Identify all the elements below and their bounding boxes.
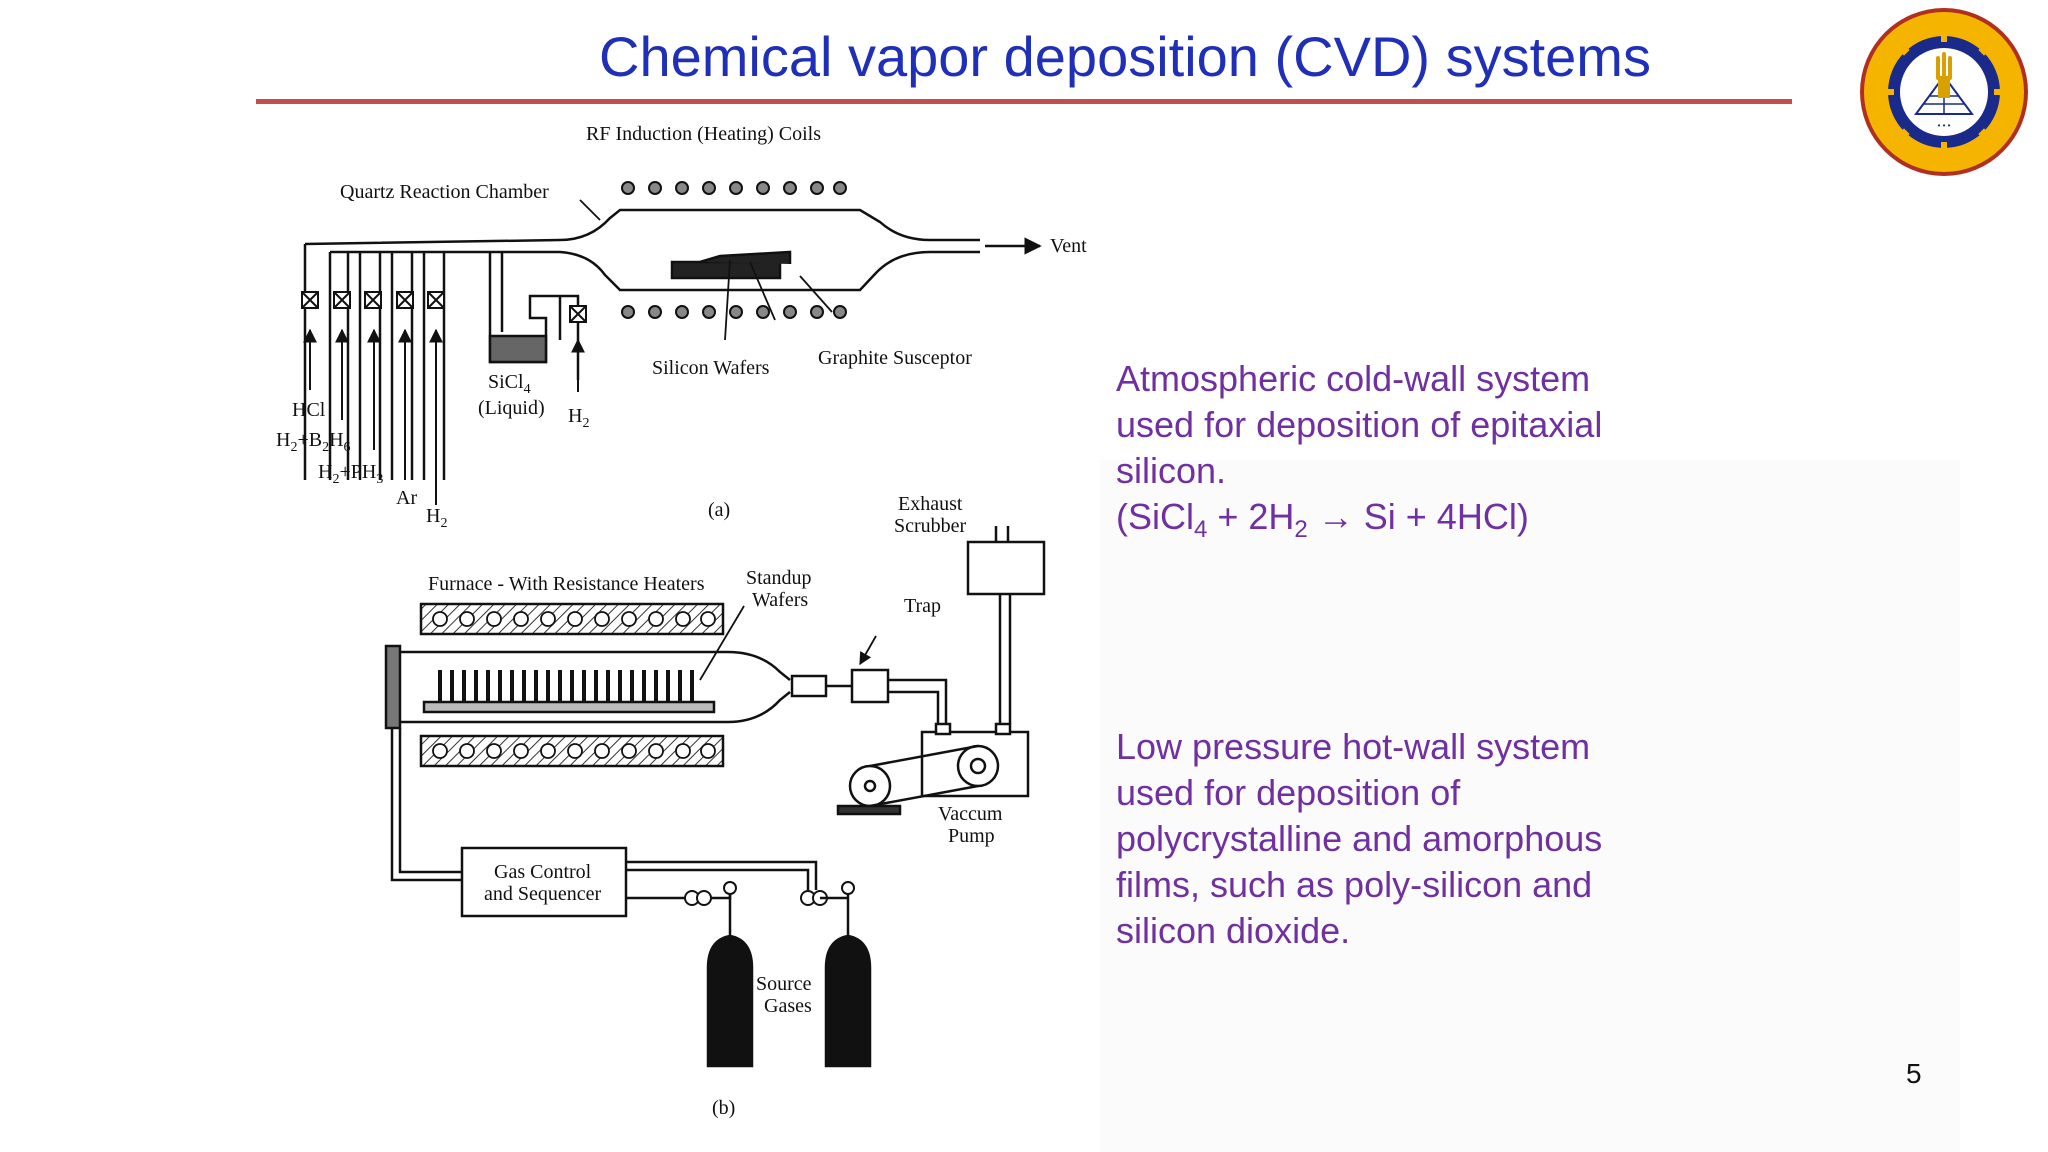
page-number: 5 xyxy=(1906,1058,1922,1089)
gas-control-box xyxy=(460,846,628,918)
description-b: Low pressure hot-wall system used for de… xyxy=(1116,724,1602,954)
description-background xyxy=(1100,460,1960,1152)
exhaust-label-2: Scrubber xyxy=(894,515,967,537)
diagram-a xyxy=(301,181,1042,505)
gas-cylinder-1 xyxy=(706,934,754,1068)
source-label-2: Gases xyxy=(764,995,812,1017)
standup-label-2: Wafers xyxy=(752,589,808,611)
furnace-tube xyxy=(400,650,791,724)
trap-label: Trap xyxy=(904,595,941,617)
quartz-chamber xyxy=(304,208,980,292)
pump-label-1: Vaccum xyxy=(938,803,1003,825)
rf-coils-label: RF Induction (Heating) Coils xyxy=(586,123,821,145)
trap xyxy=(850,668,890,704)
valves-a xyxy=(301,291,587,323)
vent-label: Vent xyxy=(1050,235,1087,257)
description-a-line: silicon. xyxy=(1116,450,1227,491)
caption-b: (b) xyxy=(712,1097,735,1119)
diagram-b-labels: Furnace - With Resistance Heaters Standu… xyxy=(428,493,1003,1119)
rf-coils-top xyxy=(621,181,847,195)
h2-left-label: H2 xyxy=(426,505,447,531)
description-b-line: silicon dioxide. xyxy=(1116,910,1351,951)
rf-coils-bottom xyxy=(621,305,847,319)
h2-right-label: H2 xyxy=(568,405,589,431)
title-underline xyxy=(256,99,1792,104)
sicl4-label: SiCl4 xyxy=(488,371,531,397)
silicon-wafers-label: Silicon Wafers xyxy=(652,357,770,379)
furnace-label: Furnace - With Resistance Heaters xyxy=(428,573,705,595)
exhaust-scrubber xyxy=(966,540,1046,596)
description-b-line: films, such as poly-silicon and xyxy=(1116,864,1593,905)
graphite-susceptor-label: Graphite Susceptor xyxy=(818,347,972,369)
standup-wafers xyxy=(438,670,694,702)
ar-label: Ar xyxy=(396,487,417,509)
h2b2h6-label: H2+B2H6 xyxy=(276,429,351,455)
reaction-equation: (SiCl4 + 2H2 → Si + 4HCl) xyxy=(1116,496,1529,544)
source-label-1: Source xyxy=(756,973,812,995)
gas-control-label-2: and Sequencer xyxy=(484,883,602,905)
description-a-line: used for deposition of epitaxial xyxy=(1116,404,1603,445)
description-b-line: used for deposition of xyxy=(1116,772,1461,813)
graphite-susceptor xyxy=(670,260,782,280)
gas-control-label-1: Gas Control xyxy=(494,861,592,883)
pump-label-2: Pump xyxy=(948,825,995,847)
description-b-line: Low pressure hot-wall system xyxy=(1116,726,1591,767)
institute-logo: • • • xyxy=(1860,8,2028,176)
description-b-line: polycrystalline and amorphous xyxy=(1116,818,1603,859)
heater-coils xyxy=(432,611,716,759)
exhaust-label-1: Exhaust xyxy=(898,493,963,515)
caption-a: (a) xyxy=(708,499,730,521)
slide-title: Chemical vapor deposition (CVD) systems xyxy=(599,25,1651,88)
h2ph3-label: H2+PH3 xyxy=(318,461,383,487)
hcl-label: HCl xyxy=(292,399,326,421)
sicl4-bubbler xyxy=(488,334,548,364)
quartz-chamber-label: Quartz Reaction Chamber xyxy=(340,181,549,203)
description-a-line: Atmospheric cold-wall system xyxy=(1116,358,1591,399)
diagram-a-labels: RF Induction (Heating) Coils Quartz Reac… xyxy=(276,123,1087,531)
svg-text:• • •: • • • xyxy=(1938,121,1951,130)
description-a: Atmospheric cold-wall system used for de… xyxy=(1116,356,1602,553)
liquid-label: (Liquid) xyxy=(478,397,545,419)
gas-cylinder-2 xyxy=(824,934,872,1068)
standup-label-1: Standup xyxy=(746,567,812,589)
diagram-b xyxy=(384,526,1046,1068)
